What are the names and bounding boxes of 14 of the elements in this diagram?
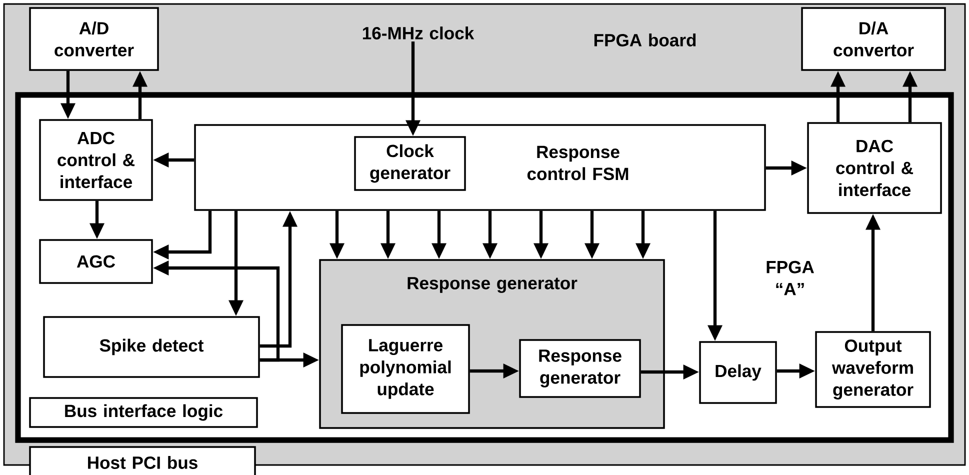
interface-box: DAC control & interface [807,122,942,214]
generator-box: Clock generator [354,136,466,191]
detector-box: Spike detect [43,316,260,378]
agc-box: AGC [39,239,153,284]
delay-box: Delay [699,341,777,404]
bus-box: Host PCI bus [29,446,256,475]
logic-box: Bus interface logic [29,397,258,428]
generator-box: Response generator [519,339,641,398]
clock-label: 16-MHz clock [362,26,474,40]
interface-box: ADC control & interface [39,119,153,201]
update-box: Laguerre polynomial update [341,324,470,414]
converter-box: D/A convertor [801,7,946,71]
converter-box: A/D converter [29,7,159,71]
waveform-box: Output waveform generator [815,331,931,408]
